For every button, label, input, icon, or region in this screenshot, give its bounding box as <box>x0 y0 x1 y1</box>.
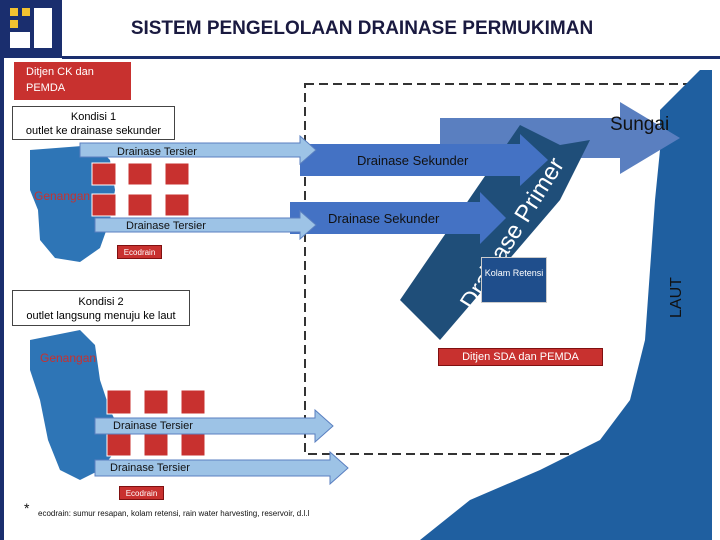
ditjen-sda-label: Ditjen SDA dan PEMDA <box>438 348 603 366</box>
kondisi-1-title: Kondisi 1 <box>70 111 117 123</box>
laut-label: LAUT <box>668 277 685 318</box>
footnote-text: ecodrain: sumur resapan, kolam retensi, … <box>38 509 310 518</box>
ministry-logo <box>0 0 62 58</box>
kondisi-2-box: Kondisi 2 outlet langsung menuju ke laut <box>12 290 190 326</box>
tersier-arrow-3 <box>94 408 334 444</box>
left-stripe <box>0 0 4 540</box>
header-underline <box>62 56 720 59</box>
kondisi-2-subtitle: outlet langsung menuju ke laut <box>26 310 176 322</box>
drainase-tersier-label-4: Drainase Tersier <box>110 462 190 474</box>
drainase-tersier-label-1: Drainase Tersier <box>117 146 197 158</box>
page-header <box>0 0 720 58</box>
page-title: SISTEM PENGELOLAAN DRAINASE PERMUKIMAN <box>130 18 594 39</box>
houses-group-1 <box>91 162 190 217</box>
ecodrain-badge-1: Ecodrain <box>117 245 162 259</box>
sungai-label: Sungai <box>610 114 670 135</box>
genangan-label-2: Genangan <box>40 351 97 365</box>
drainase-tersier-label-3: Drainase Tersier <box>113 420 193 432</box>
kondisi-2-title: Kondisi 2 <box>78 296 124 308</box>
drainase-primer-shape <box>400 125 590 340</box>
sea-shape <box>420 70 712 540</box>
tersier-arrow-1 <box>79 134 317 166</box>
kondisi-1-subtitle: outlet ke drainase sekunder <box>25 125 162 137</box>
tersier-arrow-4 <box>94 450 349 486</box>
sekunder-arrow-top <box>300 134 548 186</box>
genangan-label-1: Genangan <box>34 189 91 203</box>
tersier-arrow-2 <box>94 209 317 241</box>
ditjen-ck-label: Ditjen CK dan PEMDA <box>14 62 131 100</box>
drainase-tersier-label-2: Drainase Tersier <box>126 220 206 232</box>
footnote-star: * <box>24 500 30 516</box>
drainase-sekunder-bottom-label: Drainase Sekunder <box>328 211 440 226</box>
sekunder-arrow-bottom <box>290 192 506 244</box>
houses-group-2 <box>106 389 206 457</box>
settlement-area-2 <box>30 330 125 480</box>
kondisi-1-box: Kondisi 1 outlet ke drainase sekunder <box>12 106 175 140</box>
drainase-sekunder-top-label: Drainase Sekunder <box>357 153 469 168</box>
dashed-boundary <box>304 83 708 455</box>
ecodrain-badge-2: Ecodrain <box>119 486 164 500</box>
kolam-retensi-box: Kolam Retensi <box>481 257 547 303</box>
